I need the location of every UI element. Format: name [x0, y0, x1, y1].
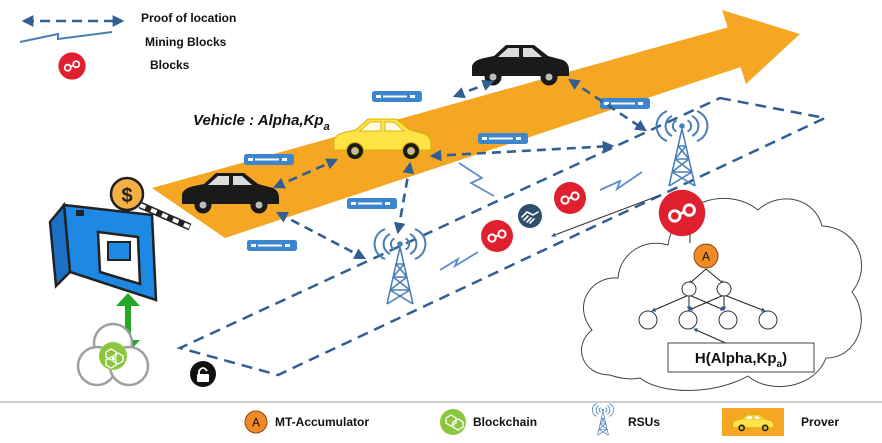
vehicle-label-sub: a: [324, 121, 330, 133]
message-2: [600, 98, 650, 109]
handshake-icon: [518, 204, 542, 228]
legend-mining-blocks-label: Mining Blocks: [145, 35, 227, 49]
legend-proof-of-location-label: Proof of location: [141, 11, 236, 25]
merkle-tree: [638, 268, 778, 346]
legend-accumulator-icon: A: [244, 410, 268, 434]
dollar-coin-icon: $: [109, 176, 145, 212]
blockchain-cloud: [76, 322, 150, 387]
legend-blockchain-label: Blockchain: [473, 415, 537, 429]
car-top: [472, 45, 569, 86]
rsu-tower-right: [655, 110, 709, 187]
rsu-tower-left: [373, 228, 427, 305]
message-4: [244, 154, 294, 165]
mining-lightning-1: [458, 162, 495, 197]
block-node-2: [553, 181, 587, 215]
vehicle-label-main: Vehicle : Alpha,Kp: [193, 112, 324, 129]
legend-accumulator-letter: A: [252, 416, 260, 430]
legend-prover-icon: [722, 408, 784, 436]
message-6: [247, 240, 297, 251]
toll-station-icon: [48, 201, 192, 302]
legend-rsus-label: RSUs: [628, 415, 660, 429]
accumulator-node: A: [693, 243, 719, 269]
hash-label-sub: a: [777, 359, 783, 370]
legend-bottom: A MT-Accumulator Blockchain RSUs Prover: [244, 403, 839, 436]
block-to-cloud-arrow: [551, 195, 659, 237]
rsu-coverage-zone: [176, 96, 830, 377]
block-node-1: [480, 219, 514, 253]
lock-icon: [190, 361, 216, 387]
legend-top: Proof of location Mining Blocks Blocks: [19, 11, 236, 81]
legend-blockchain-icon: [440, 409, 466, 435]
proof-of-location-arrows: [272, 78, 647, 260]
mining-lightning-3: [439, 251, 479, 271]
message-3: [478, 133, 528, 144]
legend-prover-label: Prover: [801, 415, 839, 429]
dollar-symbol: $: [121, 185, 132, 207]
legend-blocks-label: Blocks: [150, 58, 190, 72]
vehicle-label: Vehicle : Alpha,Kpa: [193, 112, 330, 133]
legend-blocks-icon: [57, 51, 87, 81]
legend-accumulator-label: MT-Accumulator: [275, 415, 369, 429]
svg-text:H(Alpha,Kpa): H(Alpha,Kpa): [695, 350, 787, 370]
mining-lightning-2: [599, 171, 643, 192]
accumulator-letter: A: [702, 250, 710, 264]
hash-label-close: ): [782, 350, 787, 367]
hash-label-main: H(Alpha,Kp: [695, 350, 777, 367]
legend-mining-blocks-icon: [19, 31, 113, 43]
legend-rsu-icon: [591, 403, 615, 436]
message-1: [372, 91, 422, 102]
hash-box: H(Alpha,Kpa): [667, 342, 815, 373]
cloud-block-node: [657, 188, 707, 238]
message-5: [347, 198, 397, 209]
